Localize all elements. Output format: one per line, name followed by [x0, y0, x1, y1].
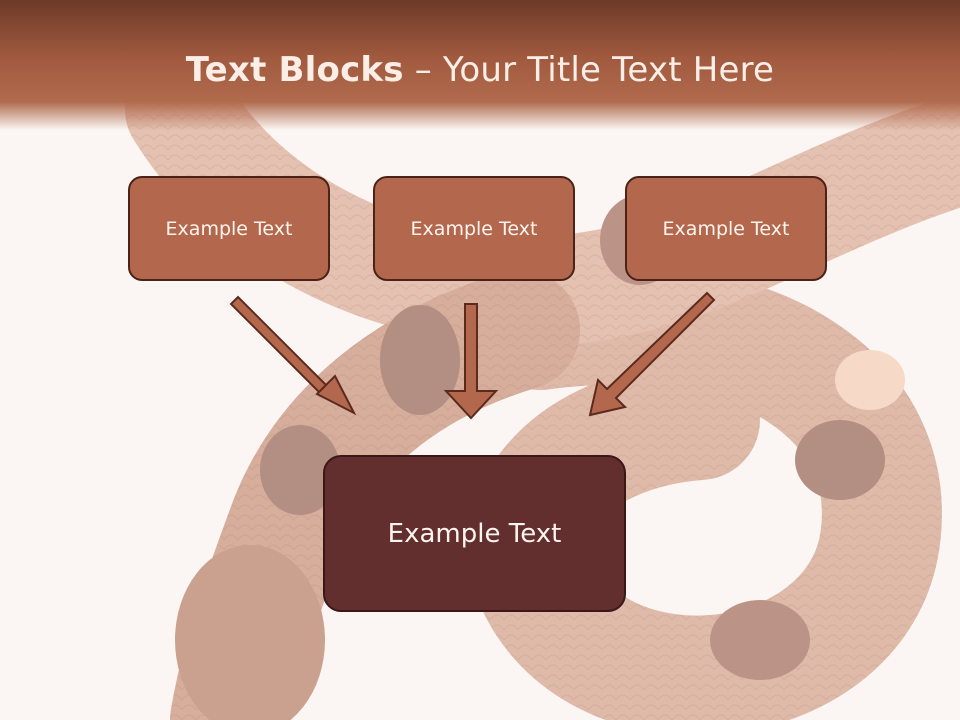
arrow-left	[229, 295, 357, 416]
title-dash: –	[403, 50, 443, 90]
text-block-3[interactable]: Example Text	[625, 176, 827, 281]
arrow-center	[443, 303, 499, 420]
slide-title: Text Blocks – Your Title Text Here	[0, 50, 960, 90]
arrow-right	[588, 291, 716, 417]
text-block-2[interactable]: Example Text	[373, 176, 575, 281]
title-bold: Text Blocks	[185, 50, 404, 90]
title-rest: Your Title Text Here	[442, 50, 775, 90]
text-block-1[interactable]: Example Text	[128, 176, 330, 281]
center-text-block[interactable]: Example Text	[323, 455, 626, 612]
title-bar	[0, 0, 960, 130]
